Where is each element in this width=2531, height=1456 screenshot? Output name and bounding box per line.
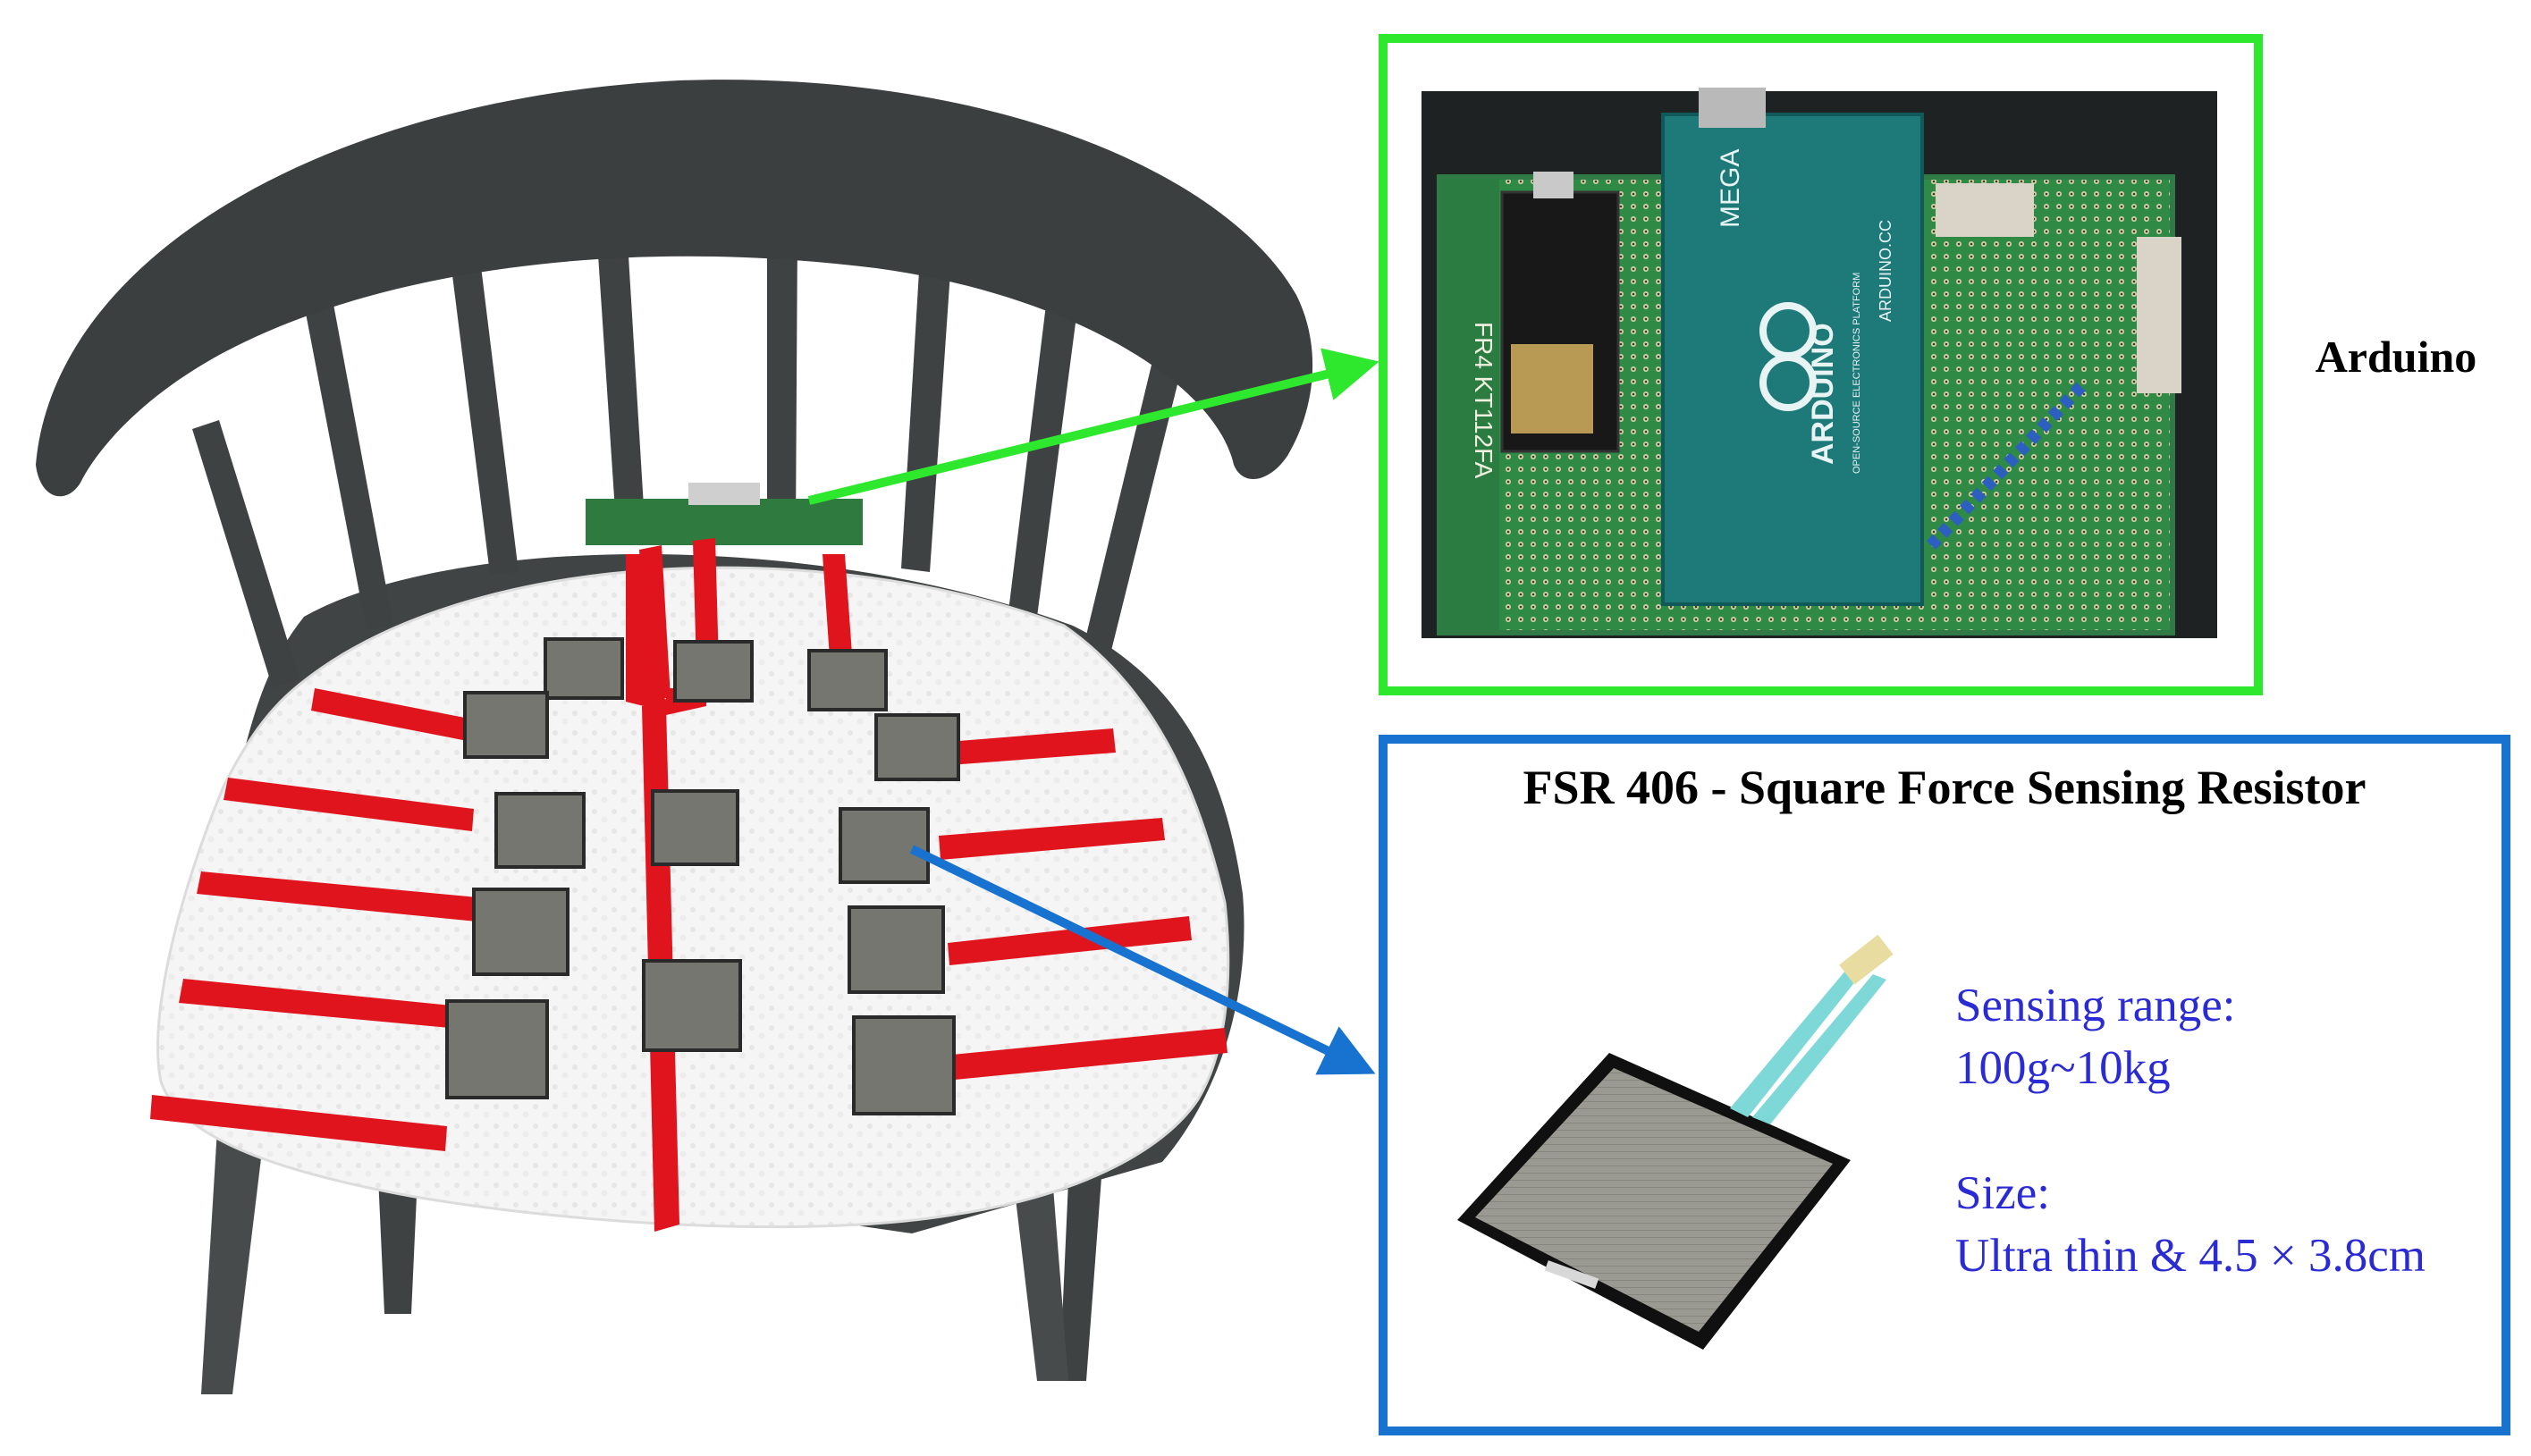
fsr-panel-frame [1379,735,2510,1435]
fsr-pad [807,649,888,711]
chair-leg-front-left [201,1099,268,1394]
arduino-photo: FR4 KT112FA MEGA ARDUINO OPEN-SOURCE ELE… [1422,88,2217,638]
fsr-pad [651,789,739,866]
size-label: Size: [1955,1167,2050,1219]
fsr-pad [852,1015,956,1115]
fsr-callout-arrow [909,845,1376,1075]
chair-back-rail [36,80,1313,497]
fsr-pad [494,792,586,869]
fsr-pad [544,637,624,700]
chair-arduino-board [586,499,863,545]
fsr-pad [463,691,549,759]
arduino-platform-text: OPEN-SOURCE ELECTRONICS PLATFORM [1852,273,1862,474]
arduino-panel-frame [1379,34,2263,695]
sensing-range-label: Sensing range: [1955,980,2236,1031]
fsr-pad [445,999,549,1099]
chair-leg-front-right [1010,1153,1068,1381]
sensor-tape-strips [150,538,1228,1232]
fsr-pad [673,640,754,703]
sensing-range-value: 100g~10kg [1955,1042,2171,1094]
fsr-title: FSR 406 - Square Force Sensing Resistor [1523,761,2366,814]
fsr-pad [848,905,945,994]
fsr-sensor-array [445,637,960,1115]
protoboard-marking: FR4 KT112FA [1470,322,1498,479]
chair-spindles [192,228,1182,688]
fsr-pad [874,713,960,781]
chair-photo [36,80,1313,1394]
fsr-pad [642,959,742,1052]
arduino-label: Arduino [2315,332,2477,382]
size-value: Ultra thin & 4.5 × 3.8cm [1955,1230,2426,1282]
fsr-pad [839,807,930,884]
arduino-url: ARDUINO.CC [1877,220,1894,322]
arduino-brand: ARDUINO [1806,323,1840,465]
fsr-pad [472,888,569,976]
arduino-callout-arrow [807,348,1379,505]
fsr406-sensor-image [1457,934,1894,1350]
mega-label: MEGA [1716,149,1745,228]
